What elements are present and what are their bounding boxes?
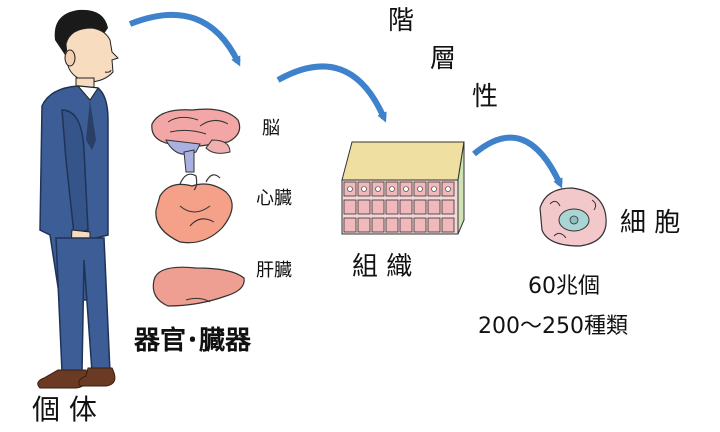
label-heart: 心臓: [256, 188, 292, 209]
label-hierarchy-3: 性: [472, 82, 499, 112]
label-hierarchy-1: 階: [388, 6, 415, 36]
brain-icon: [151, 108, 241, 173]
label-cell-types: 200～250種類: [478, 314, 628, 339]
label-tissue: 組 織: [352, 252, 413, 282]
label-cell-count: 60兆個: [528, 274, 600, 299]
arrow-person-to-organs: [128, 11, 241, 67]
cell-icon: [539, 187, 607, 247]
tissue-block-icon: [341, 141, 465, 235]
label-organs: 器官･臓器: [134, 326, 252, 356]
label-cell: 細 胞: [620, 208, 681, 238]
label-liver: 肝臓: [256, 260, 292, 281]
heart-icon: [155, 173, 233, 244]
arrow-organs-to-tissue: [276, 63, 387, 123]
arrow-tissue-to-cell: [472, 134, 563, 189]
liver-icon: [152, 266, 245, 307]
label-brain: 脳: [262, 118, 280, 139]
label-hierarchy-2: 層: [430, 44, 457, 74]
person-figure: [37, 9, 119, 389]
label-individual: 個 体: [32, 393, 97, 426]
